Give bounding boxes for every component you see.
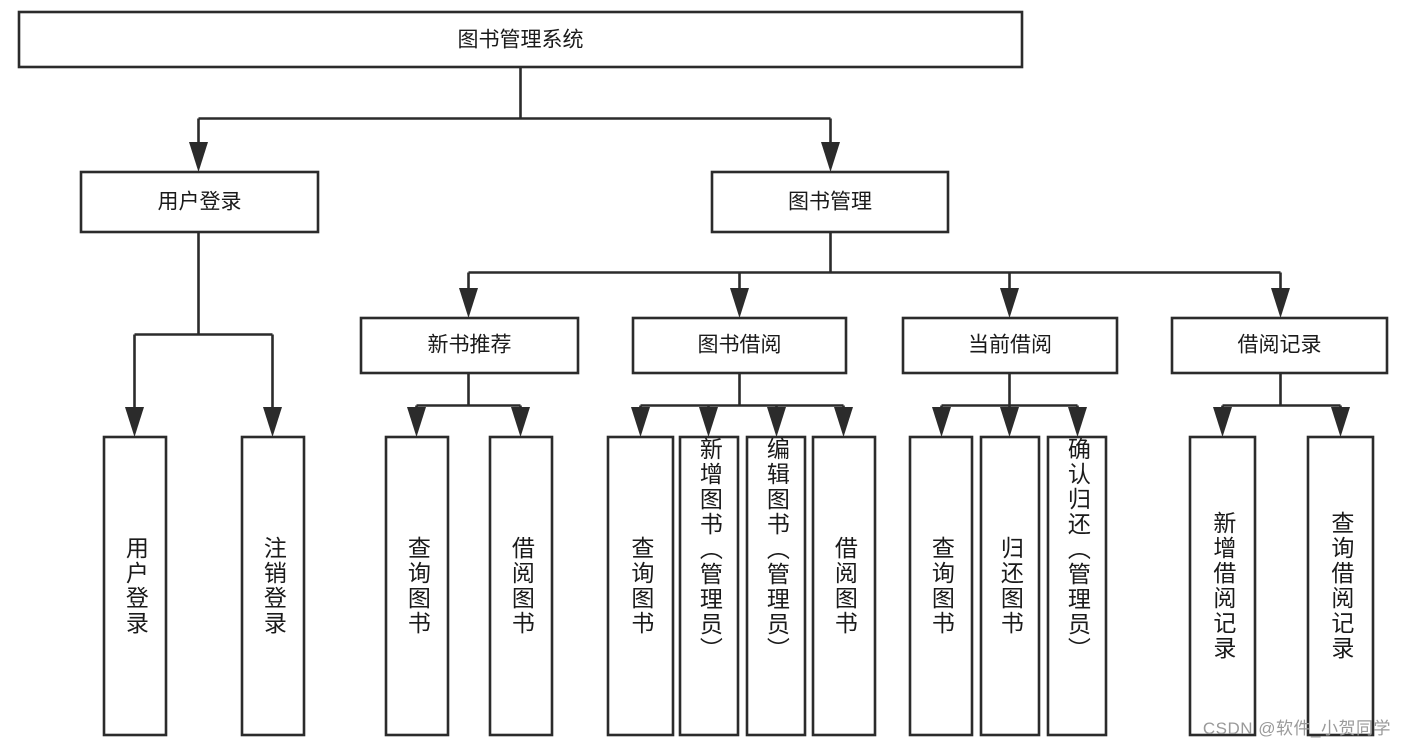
- arrow-head-br-leaf-1: [1213, 407, 1232, 437]
- arrow-head-new-book-recommend: [459, 288, 478, 318]
- arrow-head-nbr-leaf-2: [511, 407, 530, 437]
- node-borrow-record-label: 借阅记录: [1238, 334, 1322, 357]
- connector-group-root: [189, 67, 840, 172]
- node-new-book-recommend-box[interactable]: [359, 316, 580, 375]
- node-leaf-box-br-0[interactable]: [1188, 435, 1257, 737]
- node-leaf-box-cb-2[interactable]: [1046, 435, 1108, 737]
- arrow-head-br-leaf-2: [1331, 407, 1350, 437]
- arrow-head-bb-leaf-1: [631, 407, 650, 437]
- node-root-label: 图书管理系统: [458, 29, 584, 52]
- node-root-box[interactable]: [17, 10, 1024, 69]
- node-user-login-box[interactable]: [79, 170, 320, 234]
- arrow-head-bb-leaf-2: [699, 407, 718, 437]
- arrow-head-book-mgmt: [821, 142, 840, 172]
- node-leaf-box-bb-3[interactable]: [811, 435, 877, 737]
- connector-group-book-mgmt: [459, 232, 1290, 318]
- node-leaf-box-user-login-1[interactable]: [240, 435, 306, 737]
- node-leaf-box-bb-0[interactable]: [606, 435, 675, 737]
- arrow-head-bb-leaf-3: [767, 407, 786, 437]
- node-book-mgmt-label: 图书管理: [788, 191, 872, 214]
- node-leaf-box-br-1[interactable]: [1306, 435, 1375, 737]
- node-leaf-box-user-login-0[interactable]: [102, 435, 168, 737]
- connector-group-user-login: [125, 232, 282, 437]
- connector-group-current-borrow: [932, 373, 1087, 437]
- node-leaf-box-nbr-1[interactable]: [488, 435, 554, 737]
- node-borrow-record-box[interactable]: [1170, 316, 1389, 375]
- arrow-head-cb-leaf-1: [932, 407, 951, 437]
- watermark-text: CSDN @软件_小贺同学: [1202, 719, 1391, 738]
- node-leaf-box-cb-1[interactable]: [979, 435, 1041, 737]
- node-new-book-recommend-label: 新书推荐: [428, 334, 512, 357]
- arrow-head-current-borrow: [1000, 288, 1019, 318]
- node-leaf-box-bb-1[interactable]: [678, 435, 740, 737]
- arrow-head-bb-leaf-4: [834, 407, 853, 437]
- node-user-login-label: 用户登录: [158, 191, 242, 214]
- connector-group-borrow-record: [1213, 373, 1350, 437]
- arrow-head-cb-leaf-2: [1000, 407, 1019, 437]
- arrow-head-leaf-user-login: [125, 407, 144, 437]
- node-book-mgmt-box[interactable]: [710, 170, 950, 234]
- node-leaf-box-nbr-0[interactable]: [384, 435, 450, 737]
- connector-group-new-book-recommend: [407, 373, 530, 437]
- arrow-head-user-login: [189, 142, 208, 172]
- arrow-head-book-borrow: [730, 288, 749, 318]
- node-book-borrow-box[interactable]: [631, 316, 848, 375]
- arrow-head-borrow-record: [1271, 288, 1290, 318]
- node-current-borrow-label: 当前借阅: [968, 334, 1052, 357]
- arrow-head-cb-leaf-3: [1068, 407, 1087, 437]
- arrow-head-leaf-logout: [263, 407, 282, 437]
- node-leaf-box-cb-0[interactable]: [908, 435, 974, 737]
- node-book-borrow-label: 图书借阅: [698, 334, 782, 357]
- arrow-head-nbr-leaf-1: [407, 407, 426, 437]
- node-leaf-box-bb-2[interactable]: [745, 435, 807, 737]
- connector-group-book-borrow: [631, 373, 853, 437]
- node-current-borrow-box[interactable]: [901, 316, 1119, 375]
